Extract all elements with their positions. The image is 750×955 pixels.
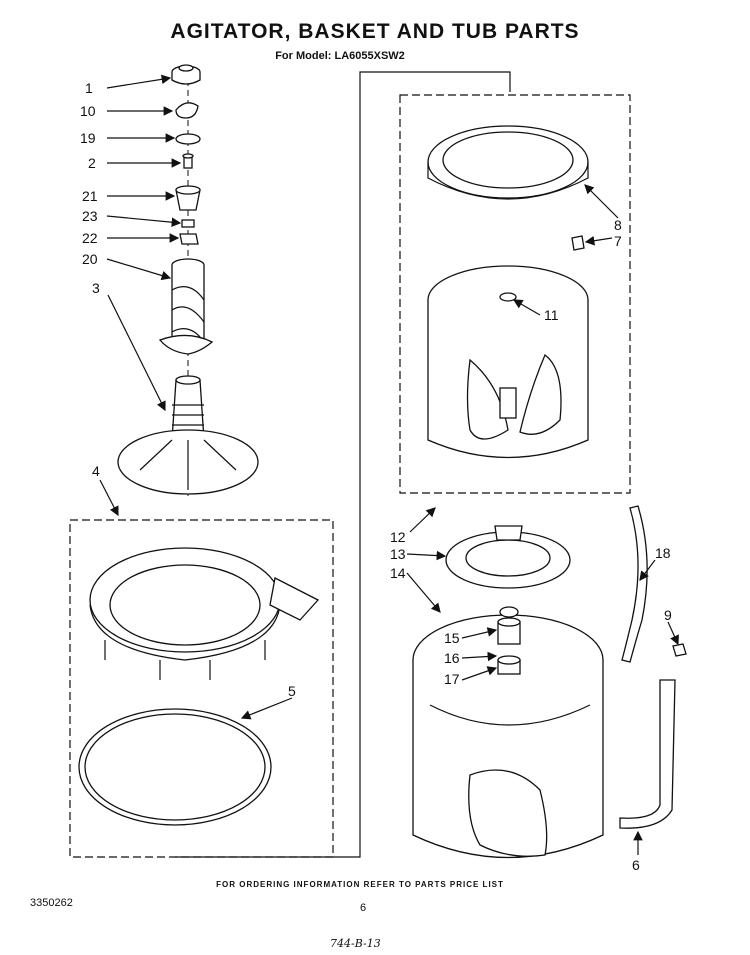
part-tub-seal bbox=[78, 708, 272, 826]
callout-11: 11 bbox=[544, 307, 559, 323]
callout-14: 14 bbox=[390, 565, 406, 581]
part-agitator-cap bbox=[171, 64, 201, 85]
callout-9: 9 bbox=[664, 607, 672, 623]
callout-21: 21 bbox=[82, 188, 98, 204]
callout-18: 18 bbox=[655, 545, 671, 561]
part-ring bbox=[175, 133, 201, 145]
callout-19: 19 bbox=[80, 130, 96, 146]
callout-3: 3 bbox=[92, 280, 100, 296]
part-ring-bolt bbox=[571, 235, 585, 251]
callout-17: 17 bbox=[444, 671, 460, 687]
part-cam bbox=[175, 185, 201, 211]
connector-line bbox=[175, 71, 511, 858]
part-basket-drive bbox=[445, 525, 571, 589]
model-subtitle: For Model: LA6055XSW2 bbox=[275, 50, 405, 62]
page-title: AGITATOR, BASKET AND TUB PARTS bbox=[170, 20, 580, 43]
part-seal-15 bbox=[499, 606, 519, 618]
part-nut-17 bbox=[497, 655, 521, 675]
document-number: 3350262 bbox=[30, 897, 73, 909]
callout-4: 4 bbox=[92, 463, 100, 479]
page-number: 6 bbox=[360, 902, 367, 914]
part-dog bbox=[181, 219, 195, 228]
callout-5: 5 bbox=[288, 683, 296, 699]
part-auger bbox=[158, 258, 214, 355]
part-bearing-16 bbox=[497, 617, 521, 645]
assembly-box-basket bbox=[399, 94, 631, 494]
part-clip bbox=[179, 233, 199, 245]
part-hose-18 bbox=[621, 505, 648, 663]
handwritten-note: 744-B-13 bbox=[330, 937, 381, 950]
part-hose-6 bbox=[619, 679, 676, 829]
part-agitator-base bbox=[117, 375, 259, 495]
callout-13: 13 bbox=[390, 546, 406, 562]
part-outer-tub bbox=[412, 614, 604, 859]
part-bolt bbox=[182, 153, 194, 169]
callout-15: 15 bbox=[444, 630, 460, 646]
callout-22: 22 bbox=[82, 230, 98, 246]
part-tub-ring bbox=[89, 547, 320, 680]
part-cap-seal bbox=[175, 102, 199, 119]
callout-20: 20 bbox=[82, 251, 98, 267]
callout-2: 2 bbox=[88, 155, 96, 171]
callout-8: 8 bbox=[614, 217, 622, 233]
callout-10: 10 bbox=[80, 103, 96, 119]
callout-12: 12 bbox=[390, 529, 406, 545]
callout-16: 16 bbox=[444, 650, 460, 666]
leader-lines bbox=[99, 74, 679, 855]
part-clamp-9 bbox=[672, 643, 687, 657]
callout-7: 7 bbox=[614, 233, 622, 249]
callout-23: 23 bbox=[82, 208, 98, 224]
ordering-info-footer: FOR ORDERING INFORMATION REFER TO PARTS … bbox=[216, 880, 504, 889]
part-balance-ring bbox=[427, 125, 589, 200]
callout-6: 6 bbox=[632, 857, 640, 873]
part-basket bbox=[427, 265, 589, 459]
callout-1: 1 bbox=[85, 80, 93, 96]
